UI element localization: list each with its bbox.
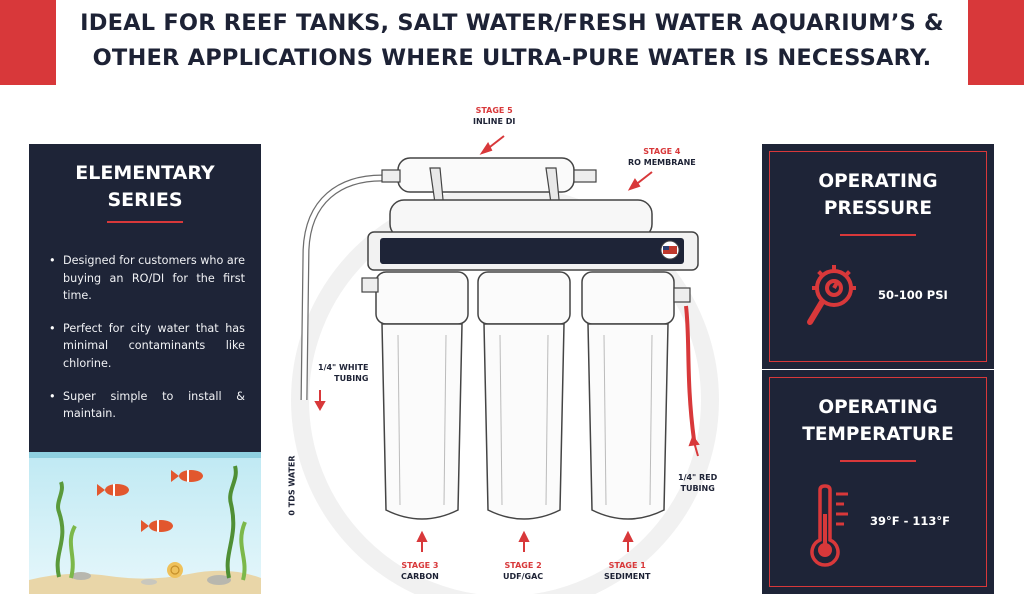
white-tubing-line-1: 1/4" WHITE [318,363,369,372]
temperature-divider [840,460,916,462]
red-tubing-line-1: 1/4" RED [678,473,718,482]
housing-stage-1 [581,271,675,520]
housing-stage-3 [375,271,469,520]
pressure-frame [769,151,987,362]
stage3-callout: STAGE 3 CARBON [401,560,439,582]
pressure-title: OPERATING PRESSURE [762,168,994,222]
stage2-callout: STAGE 2 UDF/GAC [503,560,543,582]
housing-stage-2 [477,271,571,520]
headline-line-1: IDEAL FOR REEF TANKS, SALT WATER/FRESH W… [80,10,944,36]
stage2-name: UDF/GAC [503,572,544,581]
headline-accent-left [0,0,56,85]
tds-water-label: 0 TDS WATER [287,455,297,516]
ro-filter-illustration [291,135,719,597]
stage2-number: STAGE 2 [504,561,542,570]
stage5-name: INLINE DI [473,117,516,126]
operating-temperature-panel: OPERATING TEMPERATURE 39°F - 113°F [762,370,994,594]
stage4-number: STAGE 4 [643,147,681,156]
pressure-gauge-icon [807,265,856,325]
stage4-name: RO MEMBRANE [628,158,696,167]
stage5-number: STAGE 5 [475,106,513,115]
series-divider [107,221,183,223]
stage1-number: STAGE 1 [608,561,646,570]
pressure-divider [840,234,916,236]
feature-item: Designed for customers who are buying an… [49,252,245,305]
temperature-title: OPERATING TEMPERATURE [762,394,994,448]
pressure-title-line-1: OPERATING [818,171,938,192]
stage3-name: CARBON [401,572,439,581]
fish-icon [141,520,173,532]
headline: IDEAL FOR REEF TANKS, SALT WATER/FRESH W… [60,6,964,76]
feature-item: Perfect for city water that has minimal … [49,320,245,373]
pressure-title-line-2: PRESSURE [823,198,933,219]
headline-accent-right [968,0,1024,85]
stage4-callout: STAGE 4 RO MEMBRANE [628,146,696,168]
operating-pressure-panel: OPERATING PRESSURE 50-100 PSI [762,144,994,369]
stage3-number: STAGE 3 [401,561,439,570]
headline-line-2: OTHER APPLICATIONS WHERE ULTRA-PURE WATE… [92,45,932,71]
temperature-frame [769,377,987,587]
series-title-line-1: ELEMENTARY [75,162,215,184]
red-tubing-line-2: TUBING [680,484,715,493]
temperature-value: 39°F - 113°F [870,514,951,528]
white-tubing-line-2: TUBING [334,374,369,383]
pressure-value: 50-100 PSI [878,288,948,302]
fish-icon [171,470,203,482]
shell-icon [167,562,183,578]
stage1-name: SEDIMENT [604,572,651,581]
series-title: ELEMENTARY SERIES [29,160,261,214]
fish-icon [97,484,129,496]
feature-item: Super simple to install & maintain. [49,388,245,423]
ro-system-diagram: STAGE 5 INLINE DI STAGE 4 RO MEMBRANE 1/… [287,100,740,597]
series-title-line-2: SERIES [107,189,183,211]
white-tubing-callout: 1/4" WHITE TUBING [318,362,368,384]
elementary-series-panel: ELEMENTARY SERIES Designed for customers… [29,144,261,594]
thermometer-icon [810,484,848,567]
feature-list: Designed for customers who are buying an… [49,252,245,438]
stage5-callout: STAGE 5 INLINE DI [473,105,515,127]
red-tubing-callout: 1/4" RED TUBING [678,472,717,494]
stage1-callout: STAGE 1 SEDIMENT [604,560,650,582]
temperature-title-line-1: OPERATING [818,397,938,418]
aquarium-illustration [29,452,261,594]
temperature-title-line-2: TEMPERATURE [802,424,954,445]
